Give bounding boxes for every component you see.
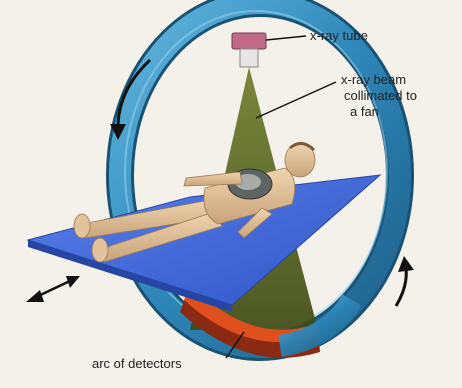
rotation-arrow-icon	[396, 256, 414, 306]
label-fan: a fan	[350, 104, 379, 119]
xray-tube	[232, 33, 266, 67]
double-headed-arrow-icon	[26, 276, 80, 302]
label-xray-beam: x-ray beam	[341, 72, 406, 87]
label-xray-tube: x-ray tube	[310, 28, 368, 43]
label-arc-of-detectors: arc of detectors	[92, 356, 182, 371]
label-collimated: collimated to	[344, 88, 417, 103]
